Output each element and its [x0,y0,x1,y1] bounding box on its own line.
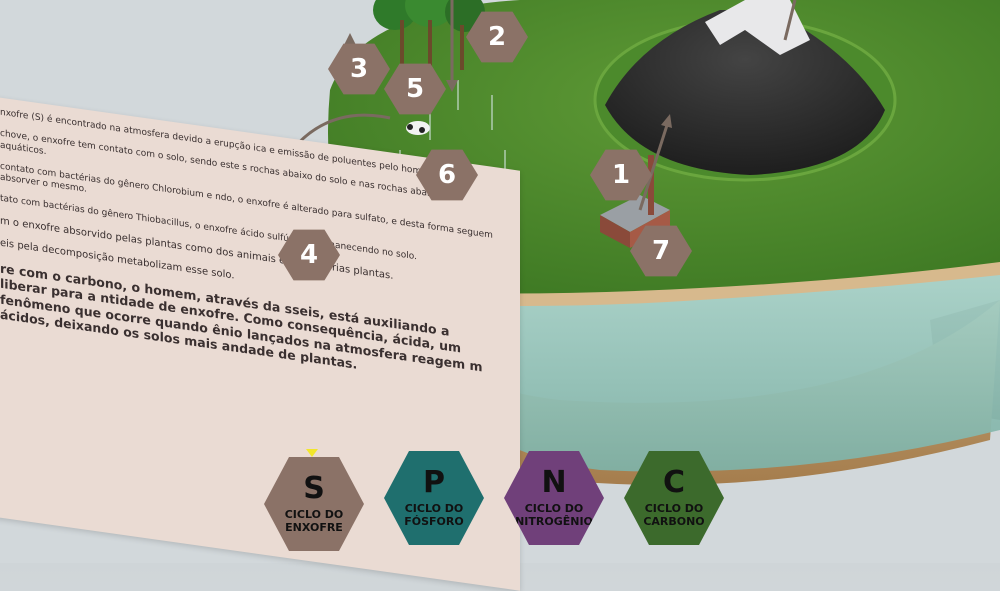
step-marker-number: 4 [299,240,319,270]
selected-indicator-icon [306,449,318,457]
cow [406,121,430,135]
water-layer [380,270,1000,472]
volcano-snow [705,0,810,55]
volcano [605,10,885,175]
step-marker-4[interactable]: 4 [278,229,340,281]
step-marker-5[interactable]: 5 [384,63,446,115]
sand-band [360,258,1000,306]
step-marker-number: 1 [611,160,631,190]
cycle-symbol: P [423,465,445,500]
cycle-symbol: S [303,471,325,506]
step-marker-6[interactable]: 6 [416,149,478,201]
step-marker-number: 5 [405,74,425,104]
cycle-symbol: C [662,465,686,500]
step-marker-number: 3 [349,54,369,84]
step-marker-number: 7 [651,236,671,266]
step-marker-number: 6 [437,160,457,190]
cycle-symbol: N [541,465,567,500]
step-marker-3[interactable]: 3 [328,43,390,95]
step-marker-number: 2 [487,22,507,52]
